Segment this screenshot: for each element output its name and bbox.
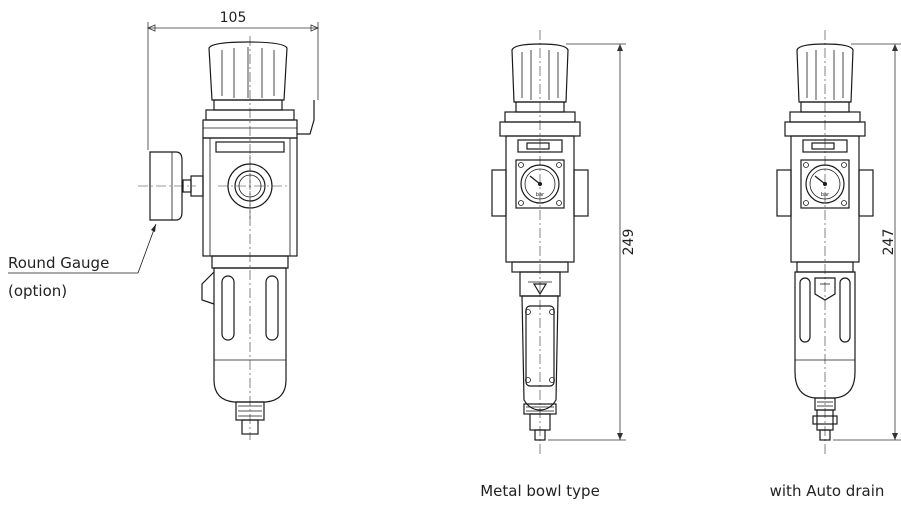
- right-view: bar 247 with Auto drain: [770, 30, 901, 500]
- caption-metal-bowl-type: Metal bowl type: [480, 482, 600, 500]
- dim-width-105: 105: [220, 10, 247, 26]
- dim-height-249: 249: [621, 229, 637, 256]
- caption-with-auto-drain: with Auto drain: [770, 482, 885, 500]
- callout-round-gauge: Round Gauge: [8, 254, 109, 272]
- callout-option: (option): [8, 282, 67, 300]
- left-view: 105: [8, 10, 320, 440]
- dim-height-247: 247: [881, 229, 897, 256]
- gauge-unit-middle: bar: [536, 192, 545, 198]
- gauge-unit-right: bar: [821, 192, 830, 198]
- middle-view: bar 249 Metal bowl type: [480, 30, 637, 500]
